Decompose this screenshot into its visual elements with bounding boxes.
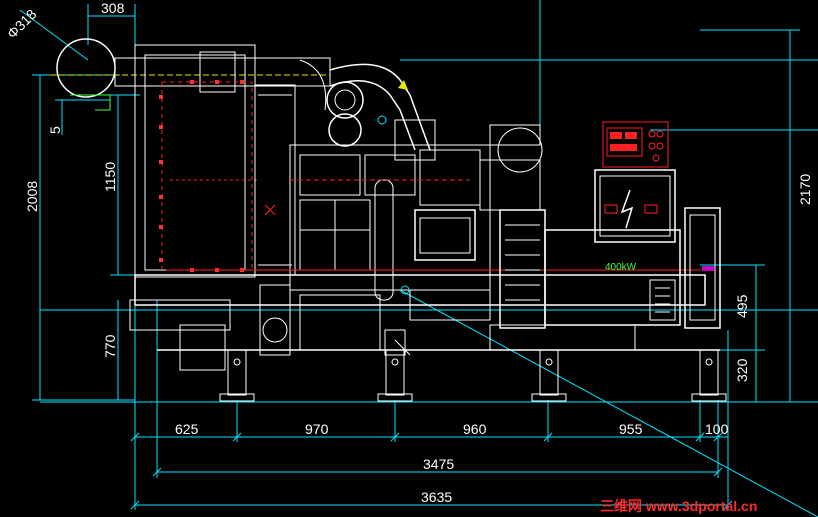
dim-dia-318: Φ318 [4,6,40,42]
rating-label: 400kW [605,262,637,273]
dim-955: 955 [619,421,643,437]
dim-625: 625 [175,421,199,437]
base-frame [129,274,727,402]
dim-2008: 2008 [24,181,40,212]
dim-770: 770 [102,334,118,358]
watermark: 三维网 www.3dportal.cn [600,498,757,514]
dim-5: 5 [47,126,63,134]
dim-495: 495 [734,294,750,318]
dim-960: 960 [463,421,487,437]
dim-320: 320 [734,358,750,382]
dim-1150: 1150 [102,162,118,192]
mount-feet [219,349,727,402]
watermark-text: 三维网 www.3dportal.cn [600,498,757,514]
dim-3635: 3635 [421,489,452,505]
dim-3475: 3475 [423,456,454,472]
dim-308: 308 [101,0,125,16]
dimension-labels: 308 Φ318 5 2008 1150 770 2170 495 320 62… [4,0,813,505]
alternator: 400kW [499,207,721,329]
dim-2170: 2170 [797,174,813,205]
dimension-lines [19,0,818,517]
exhaust-system [50,38,436,161]
dim-100: 100 [705,421,729,437]
radiator [134,44,296,278]
control-panel [594,121,676,243]
dim-970: 970 [305,421,329,437]
